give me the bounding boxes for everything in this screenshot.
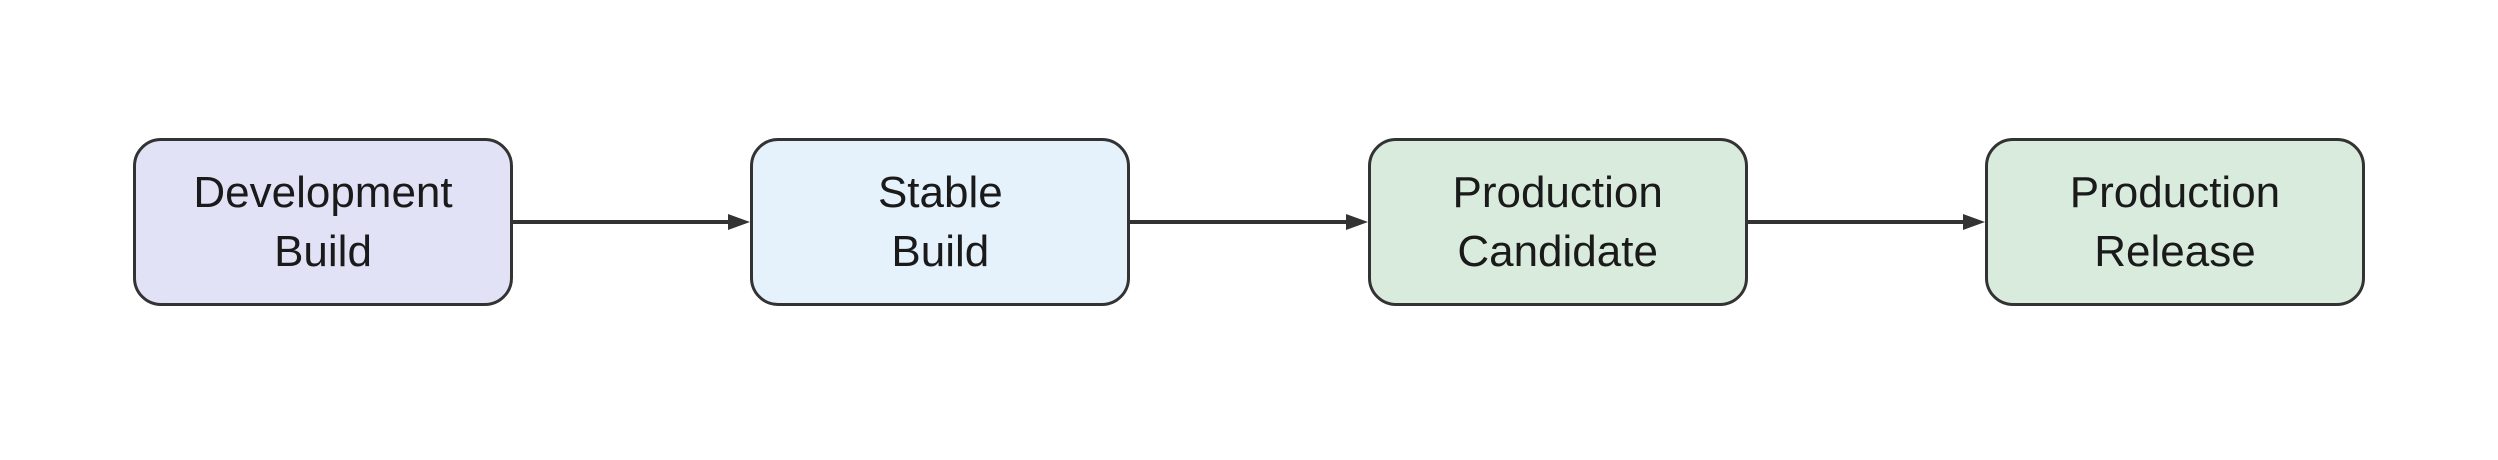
node-stable-build: Stable Build [750, 138, 1131, 306]
arrow-stable-to-candidate [1130, 213, 1368, 231]
arrow-line [513, 220, 735, 224]
node-label-line: Production [2069, 168, 2281, 217]
node-label-line: Release [2094, 227, 2256, 276]
node-label-line: Development [193, 168, 453, 217]
arrow-head-icon [1962, 214, 1985, 230]
node-production-release: Production Release [1984, 138, 2365, 306]
arrow-line [1130, 220, 1352, 224]
node-label-line: Stable [877, 168, 1003, 217]
arrow-line [1747, 220, 1969, 224]
node-development-build: Development Build [133, 138, 513, 306]
arrow-development-to-stable [513, 213, 751, 231]
node-production-candidate: Production Candidate [1367, 138, 1748, 306]
node-label-line: Build [891, 227, 990, 276]
arrow-head-icon [728, 214, 751, 230]
node-label-line: Candidate [1457, 227, 1658, 276]
flowchart-row: Development Build Stable Build Productio… [133, 138, 2365, 306]
arrow-head-icon [1345, 214, 1368, 230]
node-label-line: Production [1452, 168, 1663, 217]
node-label-line: Build [274, 227, 372, 276]
arrow-candidate-to-release [1747, 213, 1985, 231]
